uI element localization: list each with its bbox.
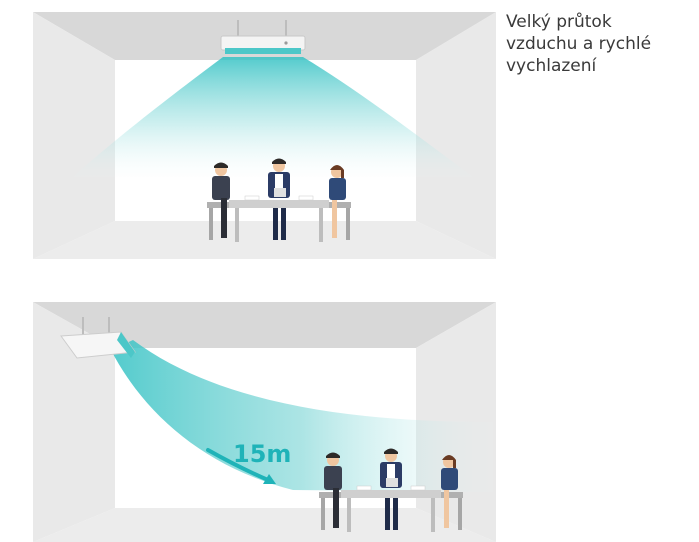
- floor: [33, 508, 496, 542]
- ceiling: [33, 302, 496, 348]
- meeting-people-bottom: [319, 448, 463, 532]
- left-wall: [33, 12, 115, 259]
- left-wall: [33, 302, 115, 542]
- top-room-illustration: [33, 12, 496, 259]
- ceiling-ac-unit: [60, 317, 136, 359]
- airflow-direction-arrow: [206, 448, 276, 484]
- bottom-room-illustration: 15m: [33, 302, 496, 542]
- airflow-cone: [73, 57, 473, 177]
- floor: [33, 221, 496, 259]
- cassette-ac-unit: [220, 20, 306, 54]
- caption-line-1: Velký průtok: [506, 12, 612, 32]
- feature-caption: Velký průtok vzduchu a rychlé vychlazení: [506, 11, 696, 77]
- caption-line-2: vzduchu a rychlé: [506, 34, 652, 54]
- right-wall: [416, 12, 496, 259]
- caption-line-3: vychlazení: [506, 56, 597, 76]
- meeting-people-top: [207, 158, 351, 242]
- distance-label: 15m: [233, 440, 291, 468]
